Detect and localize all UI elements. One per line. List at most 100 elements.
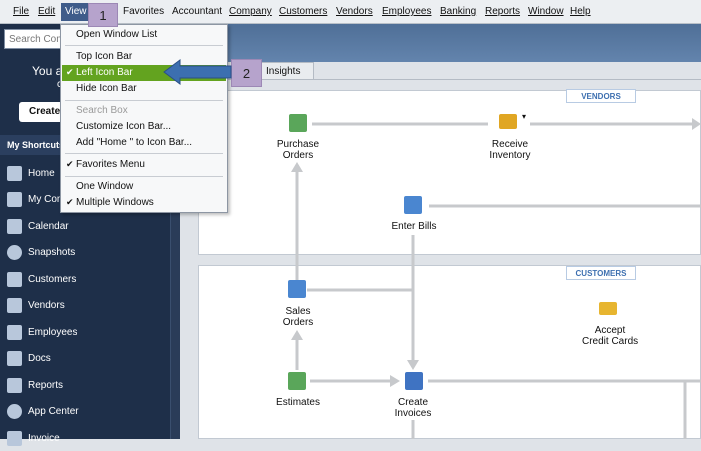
menu-item-label: Hide Icon Bar xyxy=(76,83,137,94)
credit-card-icon[interactable] xyxy=(599,302,617,315)
step-1-callout: 1 xyxy=(88,3,118,27)
menu-item-favorites-menu[interactable]: ✔Favorites Menu xyxy=(62,157,226,173)
sidebar-item-label: My Com xyxy=(28,193,66,205)
enter-bills-icon[interactable] xyxy=(404,196,422,214)
vendor-icon xyxy=(7,297,22,313)
sidebar-message-sub: c xyxy=(57,79,62,90)
menu-reports[interactable]: Reports xyxy=(485,6,521,17)
purchase-orders-label[interactable]: Purchase Orders xyxy=(276,139,320,161)
menu-item-search-box: Search Box xyxy=(62,103,226,119)
dropdown-arrow-icon[interactable]: ▾ xyxy=(522,112,527,121)
menu-employees[interactable]: Employees xyxy=(382,6,432,17)
menu-item-label: Customize Icon Bar... xyxy=(76,121,172,132)
menu-item-label: Multiple Windows xyxy=(76,197,154,208)
menu-item-label: Favorites Menu xyxy=(76,159,145,170)
sidebar-item-docs[interactable]: Docs xyxy=(0,345,170,371)
estimates-icon[interactable] xyxy=(288,372,306,390)
sidebar-item-employees[interactable]: Employees xyxy=(0,319,170,345)
checkmark-icon: ✔ xyxy=(66,67,74,77)
vendors-tag: VENDORS xyxy=(566,89,636,103)
menu-item-one-window[interactable]: One Window xyxy=(62,179,226,195)
create-invoices-icon[interactable] xyxy=(405,372,423,390)
menu-item-label: Add "Home " to Icon Bar... xyxy=(76,137,193,148)
menu-item-hide-icon-bar[interactable]: Hide Icon Bar xyxy=(62,81,226,97)
checkmark-icon: ✔ xyxy=(66,159,74,169)
sidebar-item-label: Vendors xyxy=(28,299,65,311)
menu-item-multiple-windows[interactable]: ✔Multiple Windows xyxy=(62,195,226,211)
document-icon xyxy=(7,350,22,366)
menu-accountant[interactable]: Accountant xyxy=(172,6,223,17)
step-2-callout: 2 xyxy=(231,59,262,87)
menu-item-add-home-to-icon-bar[interactable]: Add "Home " to Icon Bar... xyxy=(62,135,226,151)
menu-separator xyxy=(65,45,223,46)
menu-item-label: Top Icon Bar xyxy=(76,51,133,62)
sales-orders-icon[interactable] xyxy=(288,280,306,298)
sidebar-item-label: App Center xyxy=(28,405,79,417)
vendors-panel xyxy=(198,90,701,255)
pointer-arrow-icon xyxy=(163,59,232,85)
menu-item-label: Left Icon Bar xyxy=(76,67,133,78)
sidebar-item-my-company[interactable]: My Com xyxy=(0,186,170,212)
menu-banking[interactable]: Banking xyxy=(440,6,477,17)
sidebar-item-home[interactable]: Home xyxy=(0,160,170,186)
badge-icon xyxy=(7,324,22,340)
menu-separator xyxy=(65,176,223,177)
person-icon xyxy=(7,271,22,287)
sidebar-item-app-center[interactable]: App Center xyxy=(0,398,170,424)
sidebar-message: You a xyxy=(32,64,63,78)
view-menu-dropdown: Open Window List Top Icon Bar ✔Left Icon… xyxy=(60,24,228,213)
menu-item-label: Open Window List xyxy=(76,29,158,40)
sidebar-item-label: Calendar xyxy=(28,220,69,232)
menu-item-open-window-list[interactable]: Open Window List xyxy=(62,27,226,43)
menu-customers[interactable]: Customers xyxy=(279,6,328,17)
menu-help[interactable]: Help xyxy=(570,6,591,17)
sidebar-item-vendors[interactable]: Vendors xyxy=(0,292,170,318)
menu-view[interactable]: View xyxy=(61,3,91,21)
accept-credit-cards-label[interactable]: Accept Credit Cards xyxy=(582,325,639,347)
sidebar-item-label: Reports xyxy=(28,379,64,391)
menu-item-customize-icon-bar[interactable]: Customize Icon Bar... xyxy=(62,119,226,135)
workflow-arrows xyxy=(291,118,701,439)
sidebar-item-reports[interactable]: Reports xyxy=(0,372,170,398)
purchase-order-icon[interactable] xyxy=(289,114,307,132)
menu-edit[interactable]: Edit xyxy=(38,6,56,17)
customers-panel xyxy=(198,265,701,439)
receive-inventory-label[interactable]: Receive Inventory xyxy=(489,139,531,161)
menu-window[interactable]: Window xyxy=(528,6,564,17)
menu-favorites[interactable]: Favorites xyxy=(123,6,165,17)
calendar-icon xyxy=(7,218,22,234)
create-invoices-label[interactable]: Create Invoices xyxy=(394,397,432,419)
app-center-icon xyxy=(7,403,22,419)
company-icon xyxy=(7,191,22,207)
menu-item-label: Search Box xyxy=(76,105,128,116)
home-icon xyxy=(7,165,22,181)
sidebar-item-calendar[interactable]: Calendar xyxy=(0,213,170,239)
sidebar-item-snapshots[interactable]: Snapshots xyxy=(0,239,170,265)
sidebar-item-customers[interactable]: Customers xyxy=(0,266,170,292)
checkmark-icon: ✔ xyxy=(66,197,74,207)
sidebar-item-label: Employees xyxy=(28,326,78,338)
menu-vendors[interactable]: Vendors xyxy=(336,6,373,17)
sales-orders-label[interactable]: Sales Orders xyxy=(282,306,314,328)
tab-divider xyxy=(180,79,701,80)
receive-inventory-icon[interactable] xyxy=(499,114,517,129)
create-button[interactable]: Create xyxy=(19,102,67,122)
menu-separator xyxy=(65,153,223,154)
sidebar-item-label: Snapshots xyxy=(28,246,76,258)
sidebar-item-label: Docs xyxy=(28,352,51,364)
pie-chart-icon xyxy=(7,244,22,260)
enter-bills-label[interactable]: Enter Bills xyxy=(391,221,437,232)
customers-tag: CUSTOMERS xyxy=(566,266,636,280)
menu-item-top-icon-bar[interactable]: Top Icon Bar xyxy=(62,49,226,65)
menu-item-label: One Window xyxy=(76,181,134,192)
estimates-label[interactable]: Estimates xyxy=(276,397,320,408)
menu-file[interactable]: File xyxy=(13,6,30,17)
sidebar-scrollbar[interactable] xyxy=(170,24,180,439)
sidebar-item-label: Invoice xyxy=(28,432,60,444)
menu-separator xyxy=(65,100,223,101)
sidebar-item-label: Customers xyxy=(28,273,77,285)
sidebar-item-label: Home xyxy=(28,167,55,179)
report-icon xyxy=(7,377,22,393)
menu-company[interactable]: Company xyxy=(229,6,272,17)
title-strip xyxy=(180,24,701,62)
